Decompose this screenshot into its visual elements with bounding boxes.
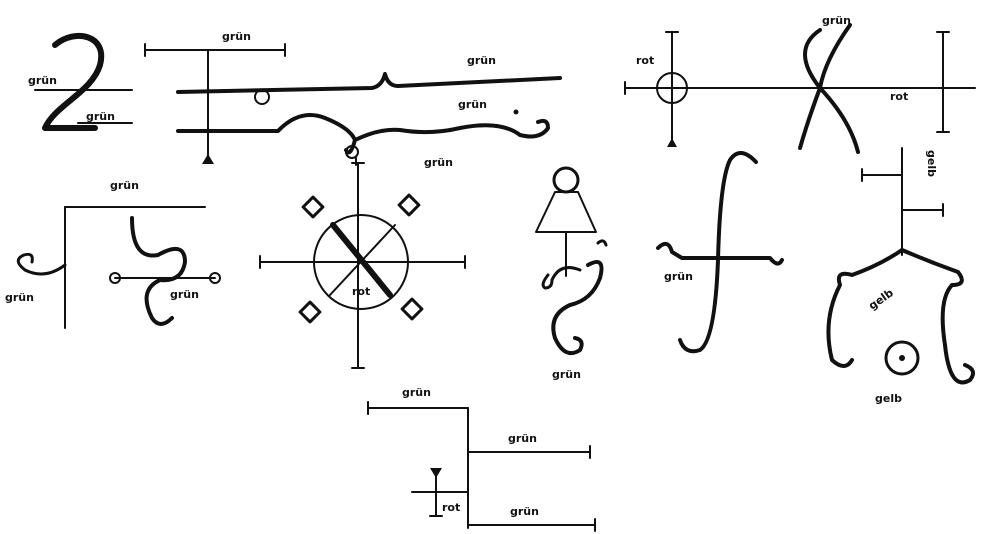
sigil-tree: gelb gelb gelb (826, 147, 976, 405)
sigil-circle-cross-label-left: rot (636, 54, 654, 67)
sigil-wave-label-brace: grün (467, 54, 496, 67)
sigil-tree-label-top: gelb (925, 150, 938, 177)
sigil-tree-label-mid: gelb (866, 286, 896, 312)
sigil-two-label-left: grün (28, 74, 57, 87)
sigil-integral: grün (656, 151, 784, 354)
sigil-wave-label-top: grün (222, 30, 251, 43)
sigil-hook-label-right: grün (170, 288, 199, 301)
sigil-wave: grün grün grün grün (144, 30, 562, 169)
sigil-hook-label-left: grün (5, 291, 34, 304)
sigil-ladder: grün grün rot grün (367, 386, 596, 532)
sigil-circle-cross-label-top: grün (822, 14, 851, 27)
sigil-ladder-label-bottom: grün (510, 505, 539, 518)
sigil-ladder-label-left: rot (442, 501, 460, 514)
sigil-tree-label-bottom: gelb (875, 392, 902, 405)
sigil-integral-label: grün (664, 270, 693, 283)
sigil-ladder-label-top: grün (402, 386, 431, 399)
sigil-trapezoid: grün (535, 166, 608, 381)
sigil-wave-label-bottom: grün (424, 156, 453, 169)
sigil-trapezoid-label: grün (552, 368, 581, 381)
sigil-wheel-label-center: rot (352, 285, 370, 298)
sigil-wave-label-mid: grün (458, 98, 487, 111)
sigil-two: grün grün (28, 33, 133, 131)
sigil-circle-cross-label-right: rot (890, 90, 908, 103)
sigil-two-label-right: grün (86, 110, 115, 123)
sigil-ladder-label-mid: grün (508, 432, 537, 445)
sigil-wheel: rot (259, 162, 466, 369)
sigil-hook: grün grün grün (5, 179, 221, 329)
sigil-circle-cross: rot grün rot (624, 14, 976, 154)
sigil-hook-label-top: grün (110, 179, 139, 192)
